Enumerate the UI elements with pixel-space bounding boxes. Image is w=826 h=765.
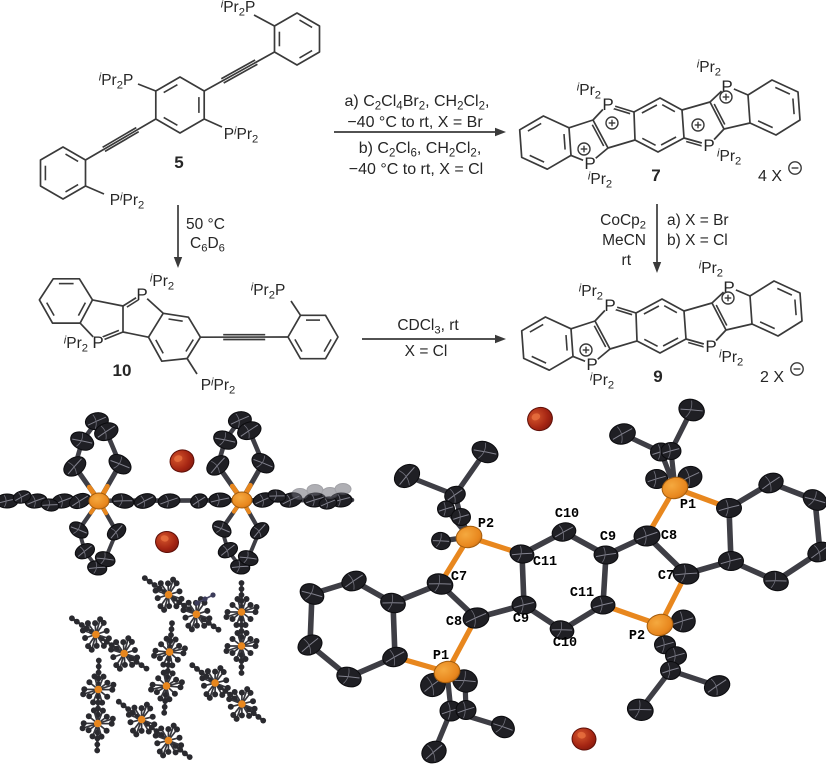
svg-text:P: P: [703, 136, 714, 155]
svg-text:iPr2: iPr2: [719, 349, 743, 369]
svg-text:iPr2P: iPr2P: [221, 0, 256, 19]
svg-text:10: 10: [113, 361, 132, 380]
svg-text:−40 °C to rt, X = Br: −40 °C to rt, X = Br: [347, 114, 483, 131]
svg-text:C7: C7: [658, 569, 674, 584]
svg-text:P2: P2: [629, 629, 645, 644]
svg-text:P: P: [705, 337, 716, 356]
svg-text:b) X = Cl: b) X = Cl: [667, 232, 728, 249]
svg-text:iPr2: iPr2: [64, 335, 88, 355]
svg-text:iPr2: iPr2: [590, 372, 614, 392]
svg-text:4 X: 4 X: [758, 168, 782, 185]
svg-text:P: P: [92, 333, 103, 352]
svg-text:b) C2Cl6, CH2Cl2,: b) C2Cl6, CH2Cl2,: [359, 140, 482, 160]
svg-text:P: P: [721, 77, 732, 96]
svg-text:PiPr2: PiPr2: [201, 377, 236, 397]
svg-text:iPr2: iPr2: [699, 260, 723, 280]
svg-text:P: P: [602, 95, 613, 114]
svg-text:5: 5: [174, 153, 183, 172]
svg-text:P: P: [136, 285, 147, 304]
svg-text:iPr2: iPr2: [588, 171, 612, 191]
svg-text:9: 9: [653, 367, 662, 386]
svg-text:iPr2: iPr2: [579, 283, 603, 303]
svg-text:C11: C11: [570, 586, 594, 601]
svg-text:P: P: [584, 154, 595, 173]
svg-text:iPr2: iPr2: [717, 148, 741, 168]
svg-text:PiPr2: PiPr2: [110, 192, 145, 212]
svg-text:X = Cl: X = Cl: [405, 343, 448, 360]
svg-text:iPr2: iPr2: [150, 273, 174, 293]
svg-text:iPr2P: iPr2P: [251, 282, 286, 302]
svg-text:C7: C7: [451, 570, 467, 585]
svg-text:a) C2Cl4Br2, CH2Cl2,: a) C2Cl4Br2, CH2Cl2,: [345, 93, 490, 113]
svg-text:P: P: [723, 278, 734, 297]
svg-text:7: 7: [651, 166, 660, 185]
svg-text:P: P: [586, 355, 597, 374]
svg-text:2 X: 2 X: [760, 369, 784, 386]
svg-text:P1: P1: [680, 498, 696, 513]
svg-text:C9: C9: [600, 530, 616, 545]
svg-text:C6D6: C6D6: [190, 235, 225, 255]
svg-text:50 °C: 50 °C: [186, 216, 225, 233]
svg-text:C10: C10: [553, 636, 577, 651]
svg-text:C8: C8: [446, 615, 462, 630]
svg-text:PiPr2: PiPr2: [224, 126, 259, 146]
svg-text:−40 °C to rt, X = Cl: −40 °C to rt, X = Cl: [349, 161, 483, 178]
svg-text:P2: P2: [478, 517, 494, 532]
svg-text:P: P: [604, 296, 615, 315]
svg-text:C11: C11: [533, 555, 557, 570]
svg-text:P1: P1: [433, 649, 449, 664]
svg-text:a) X = Br: a) X = Br: [667, 212, 729, 229]
svg-text:iPr2P: iPr2P: [99, 72, 134, 92]
svg-text:iPr2: iPr2: [577, 82, 601, 102]
svg-text:C10: C10: [555, 507, 579, 522]
svg-text:CoCp2: CoCp2: [600, 212, 646, 232]
svg-text:CDCl3, rt: CDCl3, rt: [397, 317, 459, 337]
svg-text:iPr2: iPr2: [697, 59, 721, 79]
svg-text:rt: rt: [622, 252, 632, 269]
svg-text:C8: C8: [661, 529, 677, 544]
svg-text:MeCN: MeCN: [602, 232, 646, 249]
svg-text:C9: C9: [513, 612, 529, 627]
